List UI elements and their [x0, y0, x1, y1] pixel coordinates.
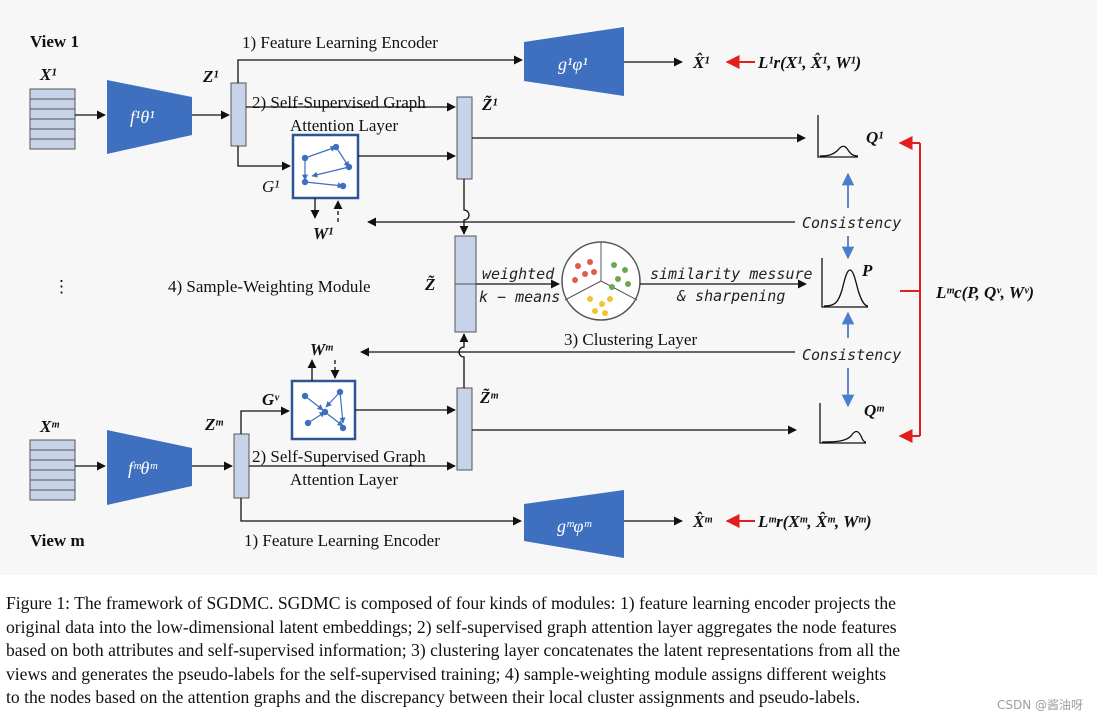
decoder-gm [524, 490, 624, 558]
x1-hat-label: X̂¹ [692, 53, 709, 72]
input-x1-label: X¹ [39, 65, 56, 84]
viewm-label: View m [30, 531, 85, 550]
p-label: P [861, 261, 873, 280]
zt-vector-top [454, 235, 477, 285]
decoder-gm-label: gᵐφᵐ [557, 516, 592, 536]
encoder-fm [107, 430, 192, 505]
zt-label: Z̃ [424, 275, 435, 294]
clustering-layer-label: 3) Clustering Layer [564, 330, 697, 349]
zt1-vector [456, 96, 473, 180]
q1-label: Q¹ [866, 128, 883, 147]
diagram-canvas: View 1 View m ⋮ X¹ f¹θ¹ Z¹ 1) Feature Le… [29, 27, 1034, 558]
ellipsis: ⋮ [53, 277, 70, 296]
decoder-g1-label: g¹φ¹ [558, 54, 588, 74]
loss-r1: L¹r(X¹, X̂¹, W¹) [757, 53, 861, 72]
loss-rm: Lᵐr(Xᵐ, X̂ᵐ, Wᵐ) [757, 512, 872, 531]
watermark: CSDN @酱油呀 [996, 698, 1083, 712]
input-xm-label: Xᵐ [39, 417, 59, 436]
zm-label: Zᵐ [204, 415, 223, 434]
encoder-fm-label: fᵐθᵐ [128, 458, 158, 478]
caption-line-4: views and generates the pseudo-labels fo… [6, 663, 887, 684]
loss-c: Lᵐc(P, Qᵛ, Wᵛ) [935, 283, 1034, 302]
weighted-label: weighted [482, 265, 555, 283]
w1-label: W¹ [313, 224, 333, 243]
distribution-p [821, 258, 869, 308]
gat-bottom-line1: 2) Self-Supervised Graph [252, 447, 426, 466]
caption-line-1: Figure 1: The framework of SGDMC. SGDMC … [6, 593, 896, 613]
loss-bracket [898, 136, 921, 443]
gv-label: Gᵛ [262, 390, 280, 409]
cluster-circle [561, 241, 641, 321]
gat-top-line1: 2) Self-Supervised Graph [252, 93, 426, 112]
caption-line-5: to the nodes based on the attention grap… [6, 687, 861, 707]
figure-caption: Figure 1: The framework of SGDMC. SGDMC … [6, 592, 1088, 710]
caption-line-3: based on both attributes and self-superv… [6, 640, 901, 660]
framework-diagram: View 1 View m ⋮ X¹ f¹θ¹ Z¹ 1) Feature Le… [29, 27, 1035, 558]
gat-top-line2: Attention Layer [290, 116, 398, 135]
attention-graph-g1 [291, 133, 360, 200]
input-x1-table [29, 88, 76, 150]
xm-hat-label: X̂ᵐ [692, 512, 712, 531]
sharpening-label: & sharpening [676, 287, 785, 305]
encoder-f1 [107, 80, 192, 154]
z1-vector [230, 82, 247, 147]
kmeans-label: k − means [479, 288, 560, 306]
sample-weighting-label: 4) Sample-Weighting Module [168, 277, 371, 296]
zt1-label: Z̃¹ [481, 95, 497, 114]
decoder-g1 [524, 27, 624, 96]
qm-label: Qᵐ [864, 401, 884, 420]
consistency-bottom: Consistency [802, 346, 901, 364]
caption-line-2: original data into the low-dimensional l… [6, 616, 897, 637]
z1-label: Z¹ [202, 67, 218, 86]
distribution-qm [819, 403, 867, 444]
view1-label: View 1 [30, 32, 79, 51]
attention-graph-gv [290, 379, 357, 441]
distribution-q1 [817, 115, 859, 158]
ztm-vector [456, 387, 473, 471]
gat-bottom-line2: Attention Layer [290, 470, 398, 489]
fle-top-label: 1) Feature Learning Encoder [242, 33, 438, 52]
wm-label: Wᵐ [310, 340, 333, 359]
g1-label: G¹ [262, 177, 279, 196]
encoder-f1-label: f¹θ¹ [130, 107, 155, 127]
zm-vector [233, 433, 250, 499]
consistency-top: Consistency [802, 214, 901, 232]
zt-vector-bottom [454, 283, 477, 333]
input-xm-table [29, 439, 76, 501]
ztm-label: Z̃ᵐ [479, 388, 498, 407]
similarity-label: similarity messure [650, 265, 813, 283]
fle-bottom-label: 1) Feature Learning Encoder [244, 531, 440, 550]
